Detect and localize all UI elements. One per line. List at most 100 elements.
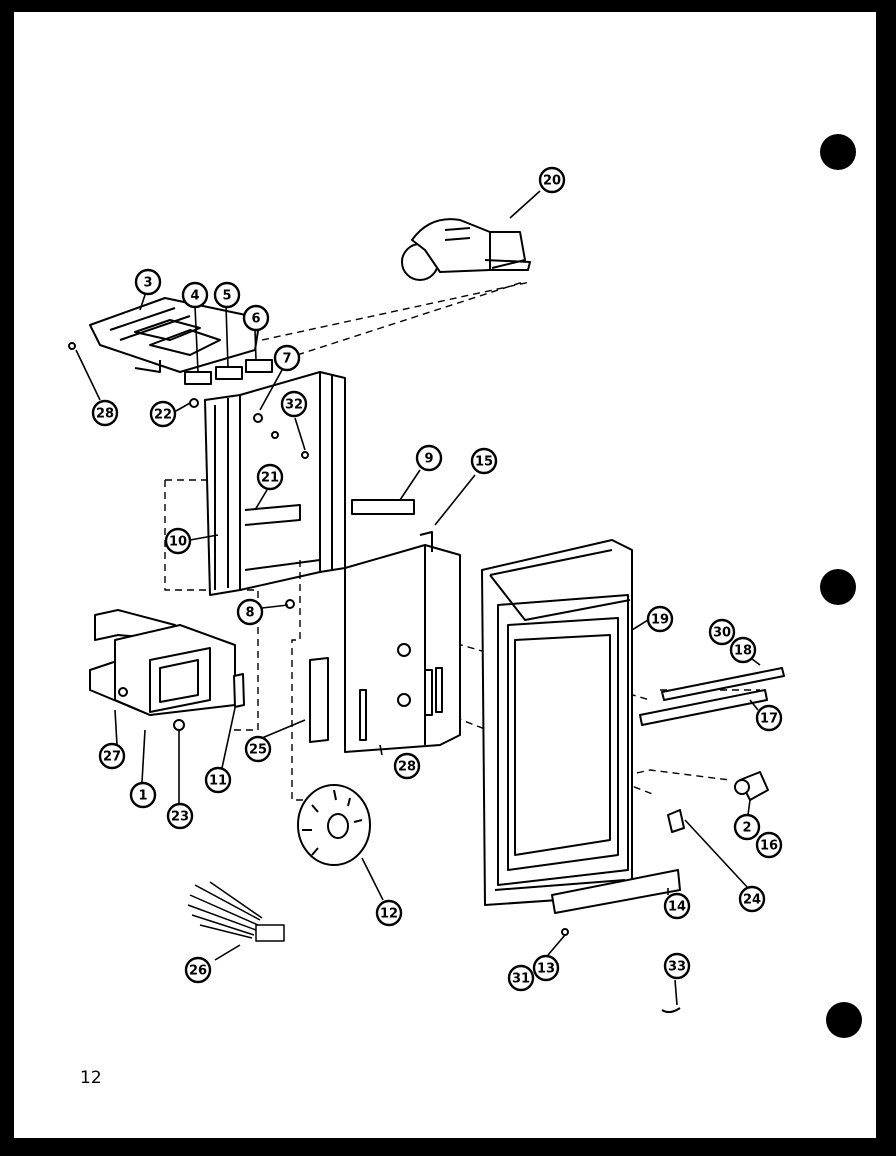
- switch-clip-part: [667, 809, 685, 833]
- callout-c16: 16: [755, 831, 783, 859]
- bottom-trim-part: [551, 869, 681, 914]
- callout-c19: 19: [646, 605, 674, 633]
- callout-circle: [134, 268, 162, 296]
- callout-label: 1: [138, 789, 147, 804]
- callout-circle: [98, 742, 126, 770]
- callout-c33: 33: [663, 952, 691, 980]
- callout-circle: [532, 954, 560, 982]
- binder-hole-bottom: [826, 1002, 862, 1038]
- callout-c21: 21: [256, 463, 284, 491]
- callout-label: 6: [251, 312, 260, 327]
- callout-circle: [646, 605, 674, 633]
- leader-lines: [75, 190, 761, 1006]
- callout-label: 11: [209, 774, 227, 789]
- callout-label: 16: [760, 839, 778, 854]
- callout-c28a: 28: [91, 399, 119, 427]
- callout-circle: [538, 166, 566, 194]
- binder-hole-top: [820, 134, 856, 170]
- lamp-part: [734, 771, 769, 801]
- callout-c12: 12: [375, 899, 403, 927]
- callout-circle: [507, 964, 535, 992]
- panel-box-part: [344, 531, 461, 753]
- callout-circle: [729, 636, 757, 664]
- callout-label: 31: [512, 972, 530, 987]
- callout-c26: 26: [184, 956, 212, 984]
- callout-label: 15: [475, 455, 493, 470]
- callout-circle: [708, 618, 736, 646]
- trim-strips-part: [639, 667, 785, 726]
- callout-label: 5: [222, 289, 231, 304]
- callout-label: 12: [380, 907, 398, 922]
- callout-label: 20: [543, 174, 561, 189]
- callout-label: 4: [190, 289, 199, 304]
- callout-circle: [663, 892, 691, 920]
- callout-label: 18: [734, 644, 752, 659]
- callout-c20: 20: [538, 166, 566, 194]
- callout-circle: [470, 447, 498, 475]
- callout-c2: 2: [733, 813, 761, 841]
- callout-circle: [415, 444, 443, 472]
- callout-c28b: 28: [393, 752, 421, 780]
- callout-c11: 11: [204, 766, 232, 794]
- callout-circle: [755, 831, 783, 859]
- door-frame-part: [481, 539, 633, 906]
- callout-circle: [256, 463, 284, 491]
- spring-clip-part: [661, 1007, 681, 1014]
- callout-c31: 31: [507, 964, 535, 992]
- callout-circle: [755, 704, 783, 732]
- callout-label: 28: [96, 407, 114, 422]
- callout-label: 9: [424, 452, 433, 467]
- callout-c18: 18: [729, 636, 757, 664]
- callout-label: 19: [651, 613, 669, 628]
- callout-circle: [236, 598, 264, 626]
- callout-circle: [273, 344, 301, 372]
- callout-label: 3: [143, 276, 152, 291]
- control-panel-frame-part: [204, 371, 346, 596]
- callout-circle: [733, 813, 761, 841]
- callout-label: 27: [103, 750, 121, 765]
- callout-label: 13: [537, 962, 555, 977]
- callout-c14: 14: [663, 892, 691, 920]
- callout-circle: [149, 400, 177, 428]
- screws: [68, 342, 569, 936]
- callout-c27: 27: [98, 742, 126, 770]
- callout-label: 22: [154, 408, 172, 423]
- callout-label: 10: [169, 535, 187, 550]
- callout-label: 25: [249, 743, 267, 758]
- callout-circle: [375, 899, 403, 927]
- callout-circle: [242, 304, 270, 332]
- callout-c3: 3: [134, 268, 162, 296]
- callout-circle: [164, 527, 192, 555]
- callout-label: 32: [285, 398, 303, 413]
- callout-c8: 8: [236, 598, 264, 626]
- callout-circle: [184, 956, 212, 984]
- callout-c15: 15: [470, 447, 498, 475]
- callout-circle: [166, 802, 194, 830]
- wire-harness-part: [187, 881, 285, 942]
- callout-circle: [738, 885, 766, 913]
- callout-c7: 7: [273, 344, 301, 372]
- callout-circle: [244, 735, 272, 763]
- callout-c24: 24: [738, 885, 766, 913]
- callout-circle: [204, 766, 232, 794]
- callout-c30: 30: [708, 618, 736, 646]
- callout-label: 26: [189, 964, 207, 979]
- callout-label: 33: [668, 960, 686, 975]
- callout-c13: 13: [532, 954, 560, 982]
- control-bracket-part: [89, 297, 261, 373]
- dial-part: [297, 784, 371, 866]
- callout-circle: [393, 752, 421, 780]
- callout-label: 21: [261, 471, 279, 486]
- callout-circle: [91, 399, 119, 427]
- callout-label: 7: [282, 352, 291, 367]
- callout-circle: [280, 390, 308, 418]
- callout-circle: [663, 952, 691, 980]
- terminal-block-part: [233, 673, 245, 708]
- switches-part: [184, 359, 273, 385]
- callout-label: 8: [245, 606, 254, 621]
- strip-part: [309, 657, 329, 743]
- callout-label: 14: [668, 900, 686, 915]
- callout-c22: 22: [149, 400, 177, 428]
